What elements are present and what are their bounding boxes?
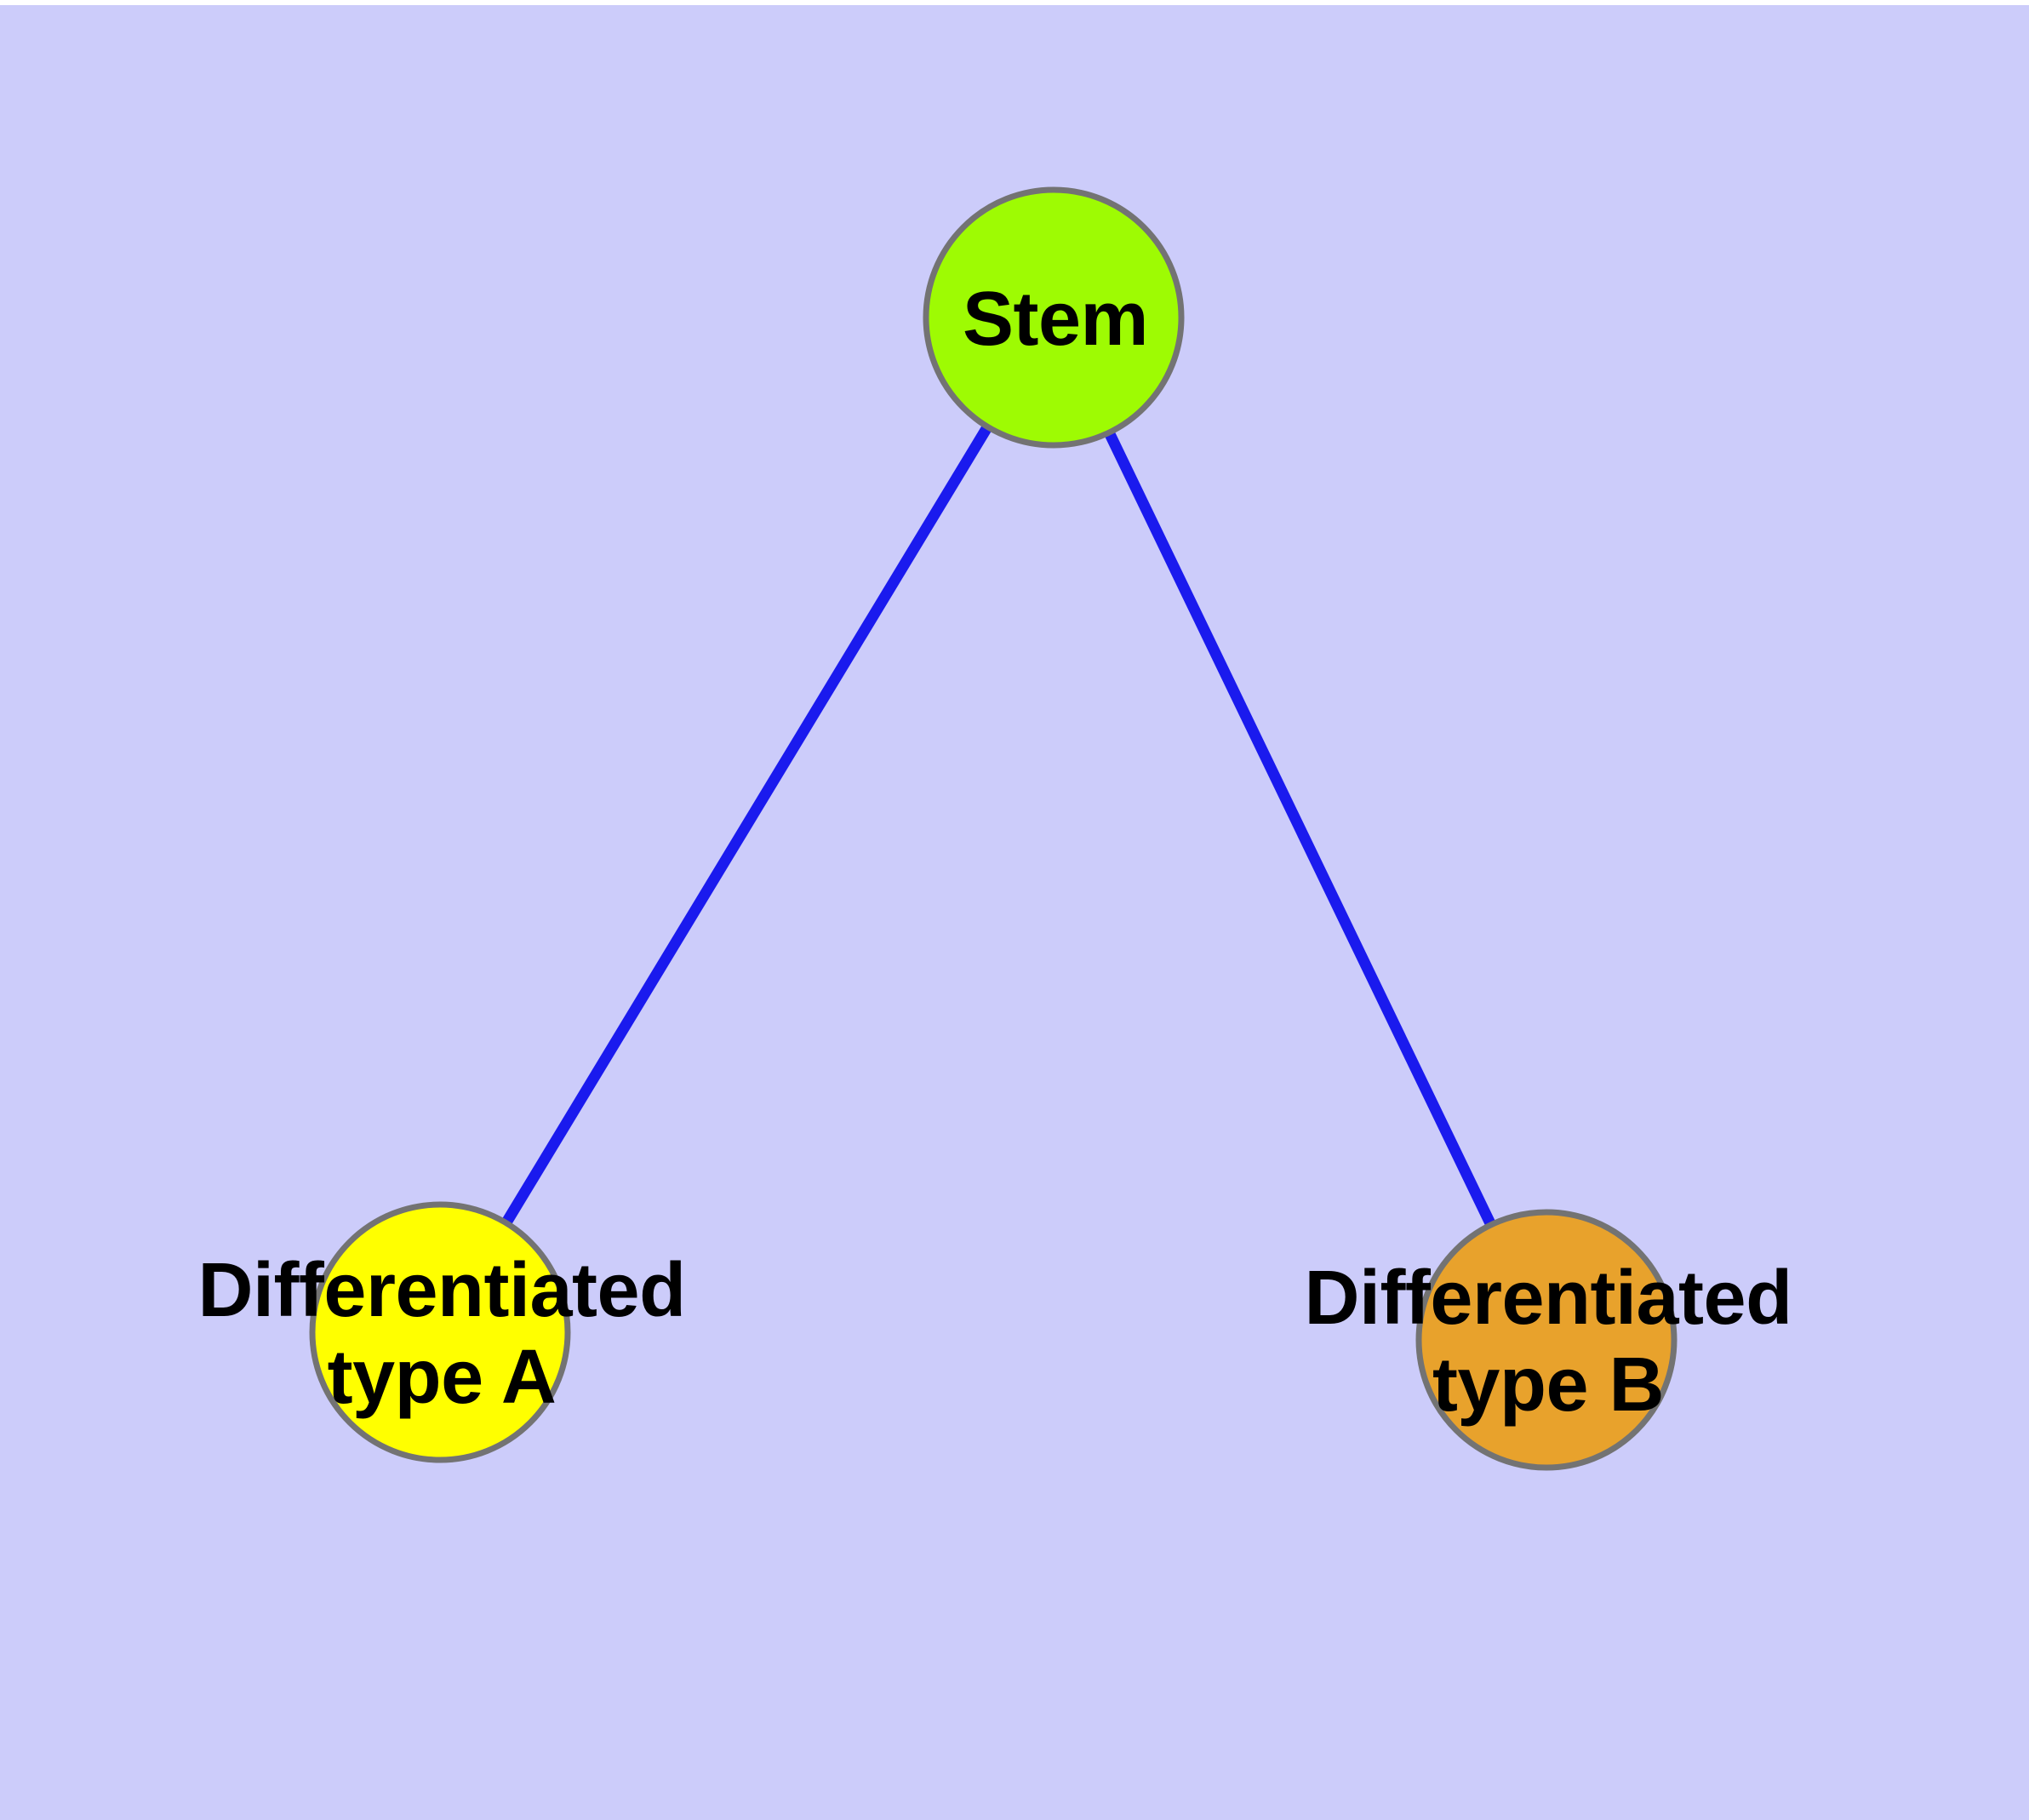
node-differentiated-type-a[interactable] — [309, 1201, 571, 1463]
edges-layer — [435, 314, 1552, 1342]
edge-stem-to-differentiated-b[interactable] — [1049, 315, 1552, 1342]
node-stem[interactable] — [923, 186, 1185, 449]
edge-stem-to-differentiated-a[interactable] — [435, 314, 1059, 1336]
node-differentiated-type-b[interactable] — [1415, 1209, 1677, 1471]
nodes-layer — [309, 186, 1677, 1471]
